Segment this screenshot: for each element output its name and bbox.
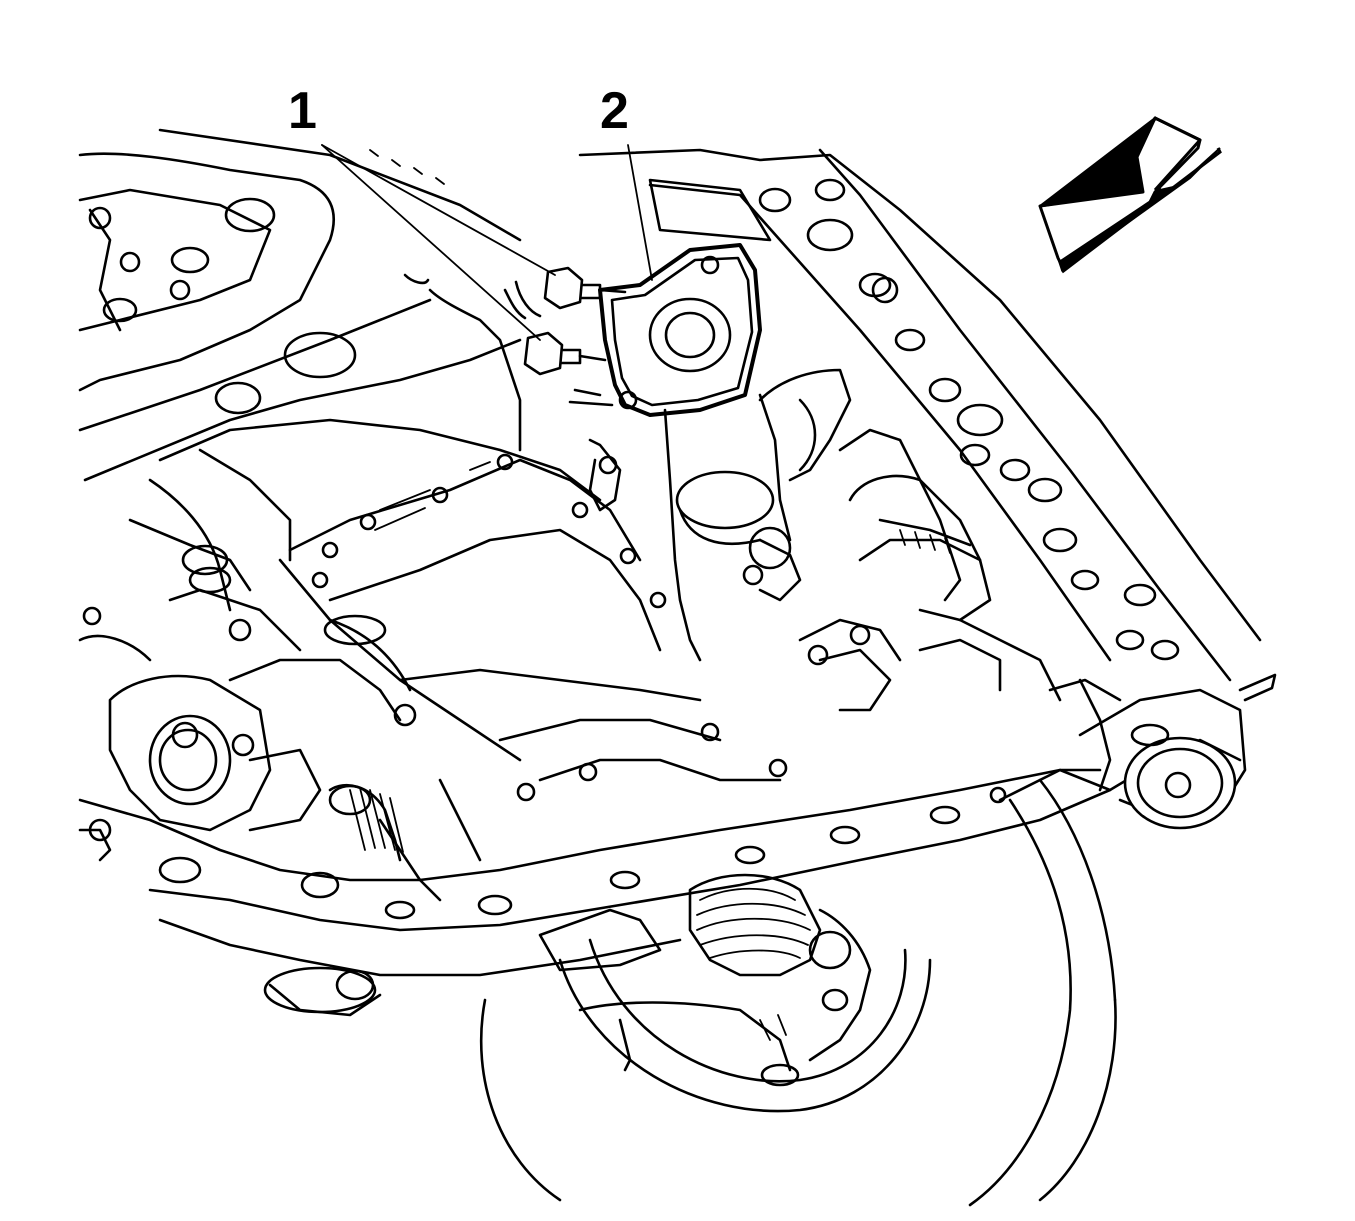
mount-column [588, 368, 852, 662]
frame-rail-right [578, 148, 1277, 702]
bolt-upper [503, 266, 627, 320]
subframe-bushing-right [1078, 688, 1247, 830]
left-steering-gear [78, 478, 417, 1017]
oil-pan-area [158, 273, 702, 762]
bolt-lower [523, 331, 607, 376]
engine-mount-bracket [568, 243, 762, 417]
callout-1: 1 [288, 82, 317, 140]
body-structure-left [78, 128, 522, 482]
forward-arrow-icon [1038, 116, 1222, 274]
tire [479, 778, 1117, 1207]
callout-2: 2 [600, 82, 629, 140]
right-suspension-mount [798, 276, 1062, 712]
right-axle-boot [538, 873, 872, 1087]
leader-lines [321, 144, 653, 341]
